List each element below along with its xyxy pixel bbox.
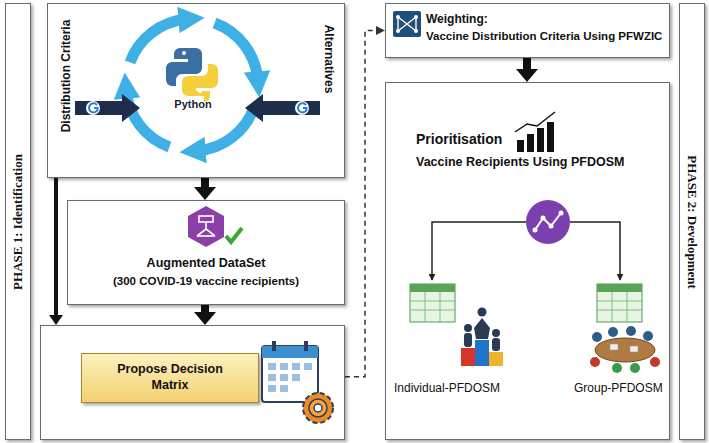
dashed-arrow (345, 26, 385, 377)
matrix-panel: Propose Decision Matrix (40, 325, 345, 440)
arrow-head (194, 187, 216, 200)
flow-arrow (194, 305, 216, 325)
box-title: Augmented DataSet (147, 256, 266, 270)
flow-arrow (516, 58, 538, 82)
prioritisation-box: PrioritisationVaccine Recipients Using P… (385, 82, 670, 440)
box-title: Propose Decision Matrix (115, 362, 225, 393)
box-subtitle: Vaccine Distribution Criteria Using PFWZ… (426, 29, 663, 43)
axis-label: Distribution Criteria (59, 20, 73, 133)
connector-line (54, 178, 58, 317)
box-title: Weighting: (426, 12, 663, 26)
axis-label: Alternatives (322, 25, 336, 94)
matrix-box: Propose Decision Matrix (81, 353, 259, 403)
phase-band: PHASE 2: Development (679, 3, 705, 440)
connector-line (345, 31, 378, 377)
arrow-head (194, 312, 216, 325)
weighting-box: Weighting: Vaccine Distribution Criteria … (385, 3, 670, 58)
phase-band: PHASE 1: Identification (5, 3, 31, 440)
output-label: Individual-PFDOSM (394, 381, 500, 395)
arrow-head (516, 69, 538, 82)
flow-arrow (49, 178, 63, 325)
box-title: Prioritisation (416, 131, 502, 147)
box-subtitle: (300 COVID-19 vaccine recipients) (113, 275, 299, 287)
logo-text: Python (174, 98, 211, 110)
phase-title: PHASE 1: Identification (10, 154, 26, 290)
output-label: Group-PFDOSM (574, 381, 663, 395)
arrow-head (49, 315, 63, 325)
phase-title: PHASE 2: Development (684, 155, 700, 289)
arrow-head (376, 26, 385, 35)
flow-arrow (194, 178, 216, 200)
input-box: Distribution CriteriaPython Alternatives (47, 3, 345, 178)
box-subtitle: Vaccine Recipients Using PFDOSM (416, 155, 624, 169)
dataset-box: Augmented DataSet (300 COVID-19 vaccine r… (67, 200, 345, 305)
